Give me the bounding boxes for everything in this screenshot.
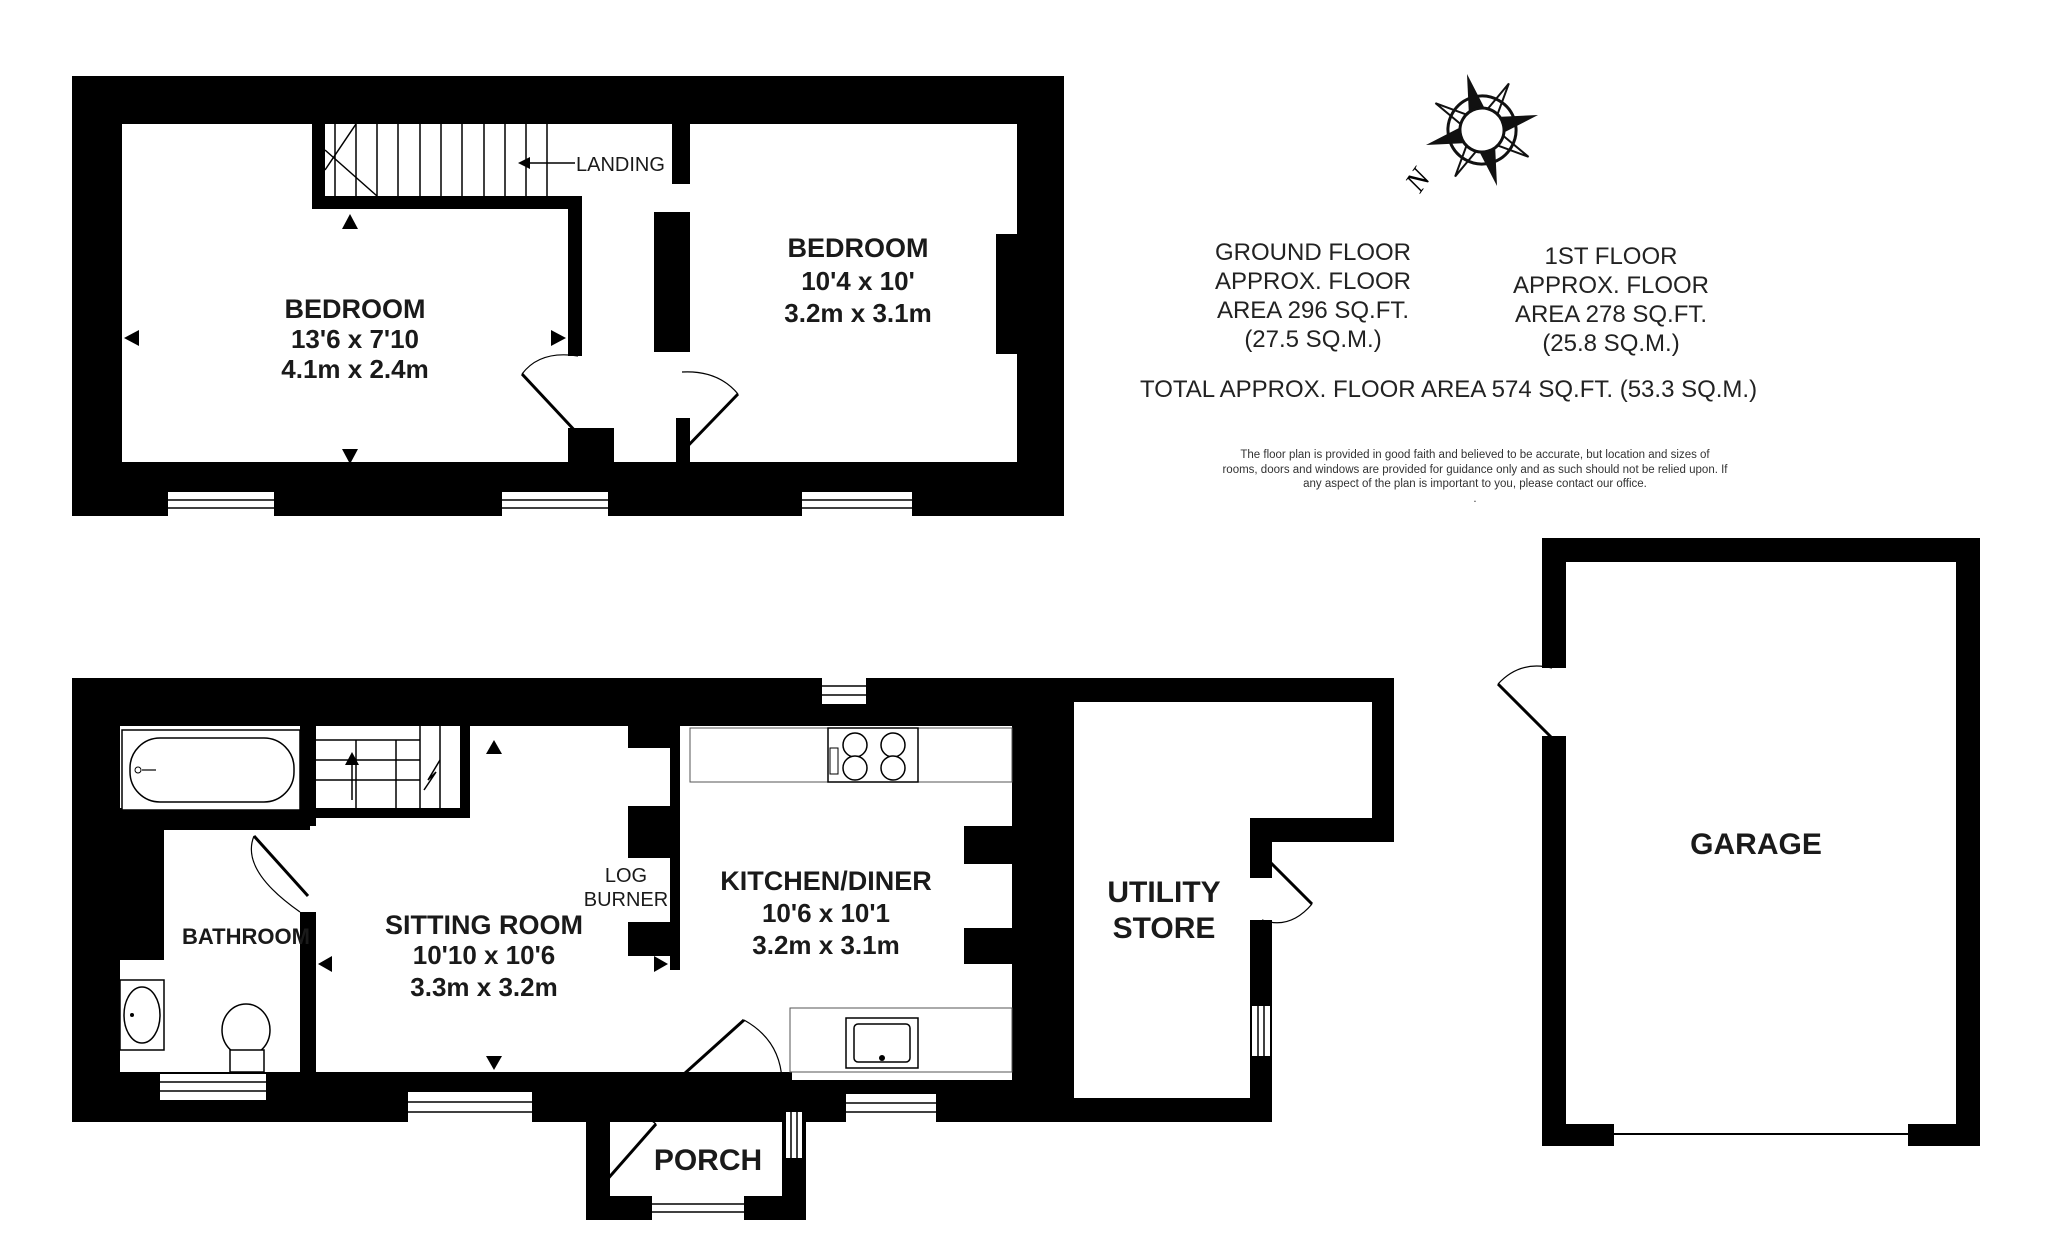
disclaimer-line2: rooms, doors and windows are provided fo… (1222, 463, 1728, 476)
first-floor-plan (72, 76, 1064, 516)
ground-floor-top-wall (72, 678, 1062, 726)
kitchen-door (682, 1018, 783, 1081)
log-burner-label-line2: BURNER (584, 889, 668, 911)
first-floor-right-wall (1017, 76, 1064, 516)
right-bedroom-imperial: 10'4 x 10' (801, 266, 915, 296)
kitchen-rear-window (822, 678, 866, 704)
compass-north-letter: N (1398, 161, 1438, 199)
disclaimer-line3: any aspect of the plan is important to y… (1303, 478, 1647, 490)
left-bedroom-metric: 4.1m x 2.4m (281, 354, 428, 384)
utility-label-line2: STORE (1113, 912, 1216, 945)
dividing-wall-top (672, 124, 690, 184)
ground-floor-area-line1: GROUND FLOOR (1214, 239, 1411, 266)
bathroom-window (160, 1074, 266, 1100)
kitchen-sink (845, 1017, 919, 1069)
ground-floor-staircase (316, 726, 460, 808)
bathroom-wall-block (120, 820, 164, 960)
landing-wall-stub-left (568, 428, 614, 462)
first-floor-staircase (324, 123, 568, 197)
toilet (221, 1003, 271, 1073)
kitchen-right-pier-2 (964, 928, 1012, 964)
right-bedroom-metric: 3.2m x 3.1m (784, 298, 931, 328)
left-bedroom-name: BEDROOM (285, 294, 426, 324)
stair-right-wall (460, 726, 470, 818)
ground-floor-area-line3: AREA 296 SQ.FT. (1216, 297, 1410, 324)
garage-side-door (1496, 665, 1554, 740)
bathroom-door (250, 834, 310, 913)
porch-window (652, 1196, 744, 1220)
hob (827, 727, 919, 783)
chimney-bottom (628, 922, 670, 956)
sitting-room-window (408, 1092, 532, 1122)
left-bedroom-door (520, 354, 580, 436)
first-floor-top-wall (72, 76, 1064, 124)
sitting-room-name: SITTING ROOM (385, 910, 583, 940)
utility-store-walls (1062, 678, 1394, 1122)
bathtub (121, 729, 301, 811)
stair-wall-bottom (312, 196, 582, 209)
stair-wall-left (312, 124, 325, 206)
dividing-wall-bottom (676, 418, 690, 462)
kitchen-right-pier-1 (964, 826, 1012, 864)
kitchen-name: KITCHEN/DINER (720, 866, 932, 896)
disclaimer-line1: The floor plan is provided in good faith… (1240, 449, 1710, 461)
wash-basin (119, 979, 165, 1051)
landing-left-wall (568, 196, 582, 356)
chimney-breast (996, 234, 1017, 354)
sitting-room-imperial: 10'10 x 10'6 (413, 940, 556, 970)
stair-bottom-wall (316, 808, 470, 818)
sitting-kitchen-wall (670, 726, 680, 970)
sitting-room-top-marker (486, 740, 502, 754)
kitchen-front-window (846, 1094, 936, 1122)
ground-floor-area-line4: (27.5 SQ.M.) (1244, 326, 1382, 353)
first-floor-window-1 (168, 492, 274, 516)
bathroom-top-wall (120, 808, 310, 830)
first-floor-area-line2: APPROX. FLOOR (1512, 272, 1710, 299)
landing-label: LANDING (576, 154, 665, 176)
kitchen-metric: 3.2m x 3.1m (752, 930, 899, 960)
left-bedroom-dimension-markers (124, 214, 566, 464)
first-floor-area-line4: (25.8 SQ.M.) (1542, 330, 1680, 357)
left-bedroom-imperial: 13'6 x 7'10 (291, 324, 419, 354)
garage-plan (1496, 538, 1980, 1146)
ground-floor-area-line2: APPROX. FLOOR (1214, 268, 1412, 295)
first-floor-area-line3: AREA 278 SQ.FT. (1514, 301, 1708, 328)
disclaimer-line4: . (1473, 492, 1477, 505)
utility-door (1258, 850, 1314, 924)
landing-arrow (518, 157, 575, 169)
first-floor-window-2 (502, 492, 608, 516)
ground-floor-area-block: GROUND FLOOR APPROX. FLOOR AREA 296 SQ.F… (1180, 238, 1446, 354)
porch-door (596, 1114, 658, 1191)
bathroom-stair-wall (300, 726, 316, 826)
ground-floor-plan (72, 678, 1394, 1220)
dividing-wall-mid (654, 212, 690, 352)
right-bedroom-door (680, 371, 740, 454)
utility-label-line1: UTILITY (1107, 876, 1220, 909)
total-floor-area: TOTAL APPROX. FLOOR AREA 574 SQ.FT. (53.… (1140, 376, 1758, 403)
porch-side-window (786, 1112, 802, 1158)
bathroom-right-wall (300, 912, 316, 1074)
kitchen-imperial: 10'6 x 10'1 (762, 898, 890, 928)
porch-label: PORCH (654, 1144, 762, 1177)
ground-floor-left-wall (72, 678, 120, 1122)
first-floor-left-wall (72, 76, 122, 516)
right-bedroom-name: BEDROOM (788, 233, 929, 263)
sitting-room-metric: 3.3m x 3.2m (410, 972, 557, 1002)
first-floor-area-line1: 1ST FLOOR (1544, 243, 1678, 270)
utility-window (1252, 1006, 1270, 1056)
sitting-room-dimension-markers (318, 956, 668, 1070)
chimney-top (628, 726, 670, 748)
log-burner-label-line1: LOG (605, 865, 647, 887)
garage-label: GARAGE (1690, 828, 1822, 861)
disclaimer-text: The floor plan is provided in good faith… (1160, 448, 1790, 506)
first-floor-window-3 (802, 492, 912, 516)
first-floor-area-block: 1ST FLOOR APPROX. FLOOR AREA 278 SQ.FT. … (1478, 242, 1744, 358)
compass-rose-icon (1425, 73, 1539, 187)
chimney-mid (628, 806, 670, 858)
bathroom-label: BATHROOM (182, 924, 310, 949)
